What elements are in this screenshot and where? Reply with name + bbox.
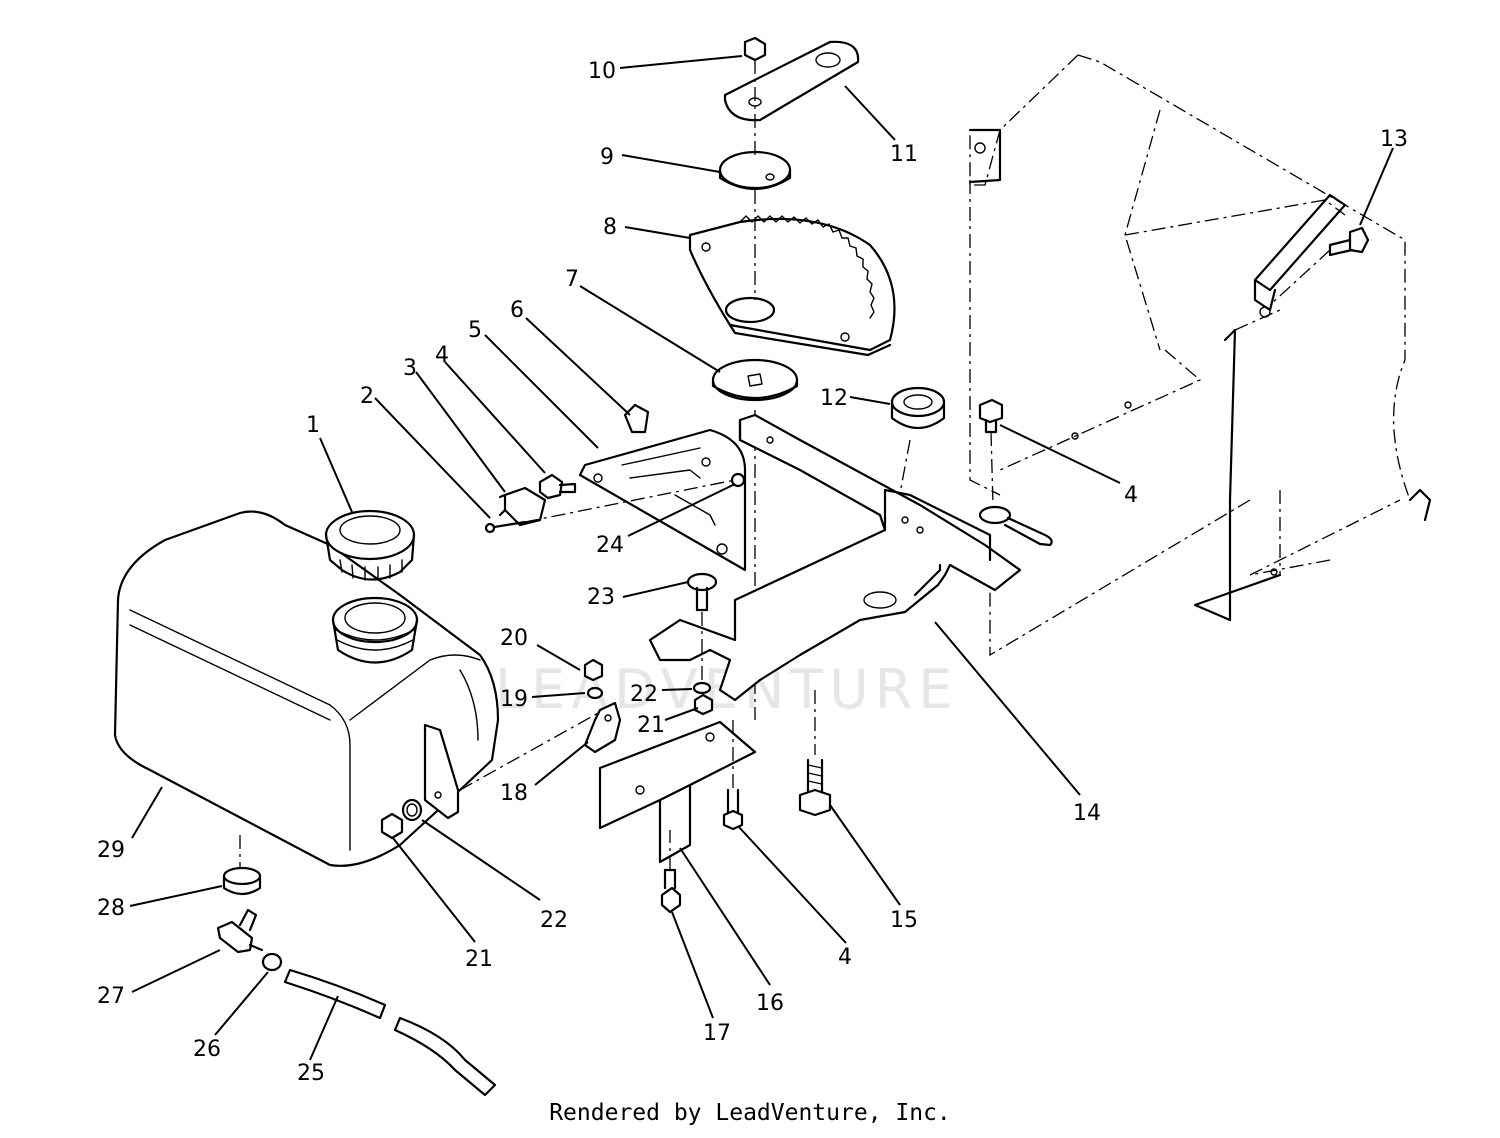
bolt-4-upper <box>978 398 1004 506</box>
clip-6 <box>623 403 650 434</box>
nut-21-upper <box>693 693 714 716</box>
washer-19 <box>586 686 604 700</box>
fuel-hose-25 <box>283 968 497 1097</box>
clamp-18 <box>583 701 622 754</box>
callout-15: 15 <box>890 908 918 933</box>
callout-24: 24 <box>596 533 624 558</box>
callout-7: 7 <box>565 267 579 292</box>
nut-20 <box>583 658 604 682</box>
callout-17: 17 <box>703 1021 731 1046</box>
leader-lines <box>129 55 1394 1061</box>
callout-labels: 1 2 3 4 4 4 5 6 7 8 9 10 11 12 13 14 15 … <box>97 59 1408 1086</box>
screw-2 <box>484 520 527 534</box>
plate-5 <box>578 428 747 572</box>
shutoff-valve-27 <box>216 908 264 954</box>
washer-22-upper <box>692 681 712 695</box>
callout-2: 2 <box>360 384 374 409</box>
callout-21-right: 21 <box>637 713 665 738</box>
tank-filler-neck <box>331 596 419 664</box>
callout-10: 10 <box>588 59 616 84</box>
bolt-13 <box>1269 226 1370 306</box>
callout-16: 16 <box>756 991 784 1016</box>
callout-14: 14 <box>1073 801 1101 826</box>
nut-10 <box>743 36 767 62</box>
callout-8: 8 <box>603 215 617 240</box>
tank-bracket <box>423 723 460 820</box>
callout-22-left: 22 <box>540 908 568 933</box>
switch-3 <box>498 486 547 527</box>
callout-9: 9 <box>600 145 614 170</box>
callout-27: 27 <box>97 984 125 1009</box>
washer-7 <box>711 358 799 402</box>
callout-23: 23 <box>587 585 615 610</box>
fuel-tank-29 <box>113 510 500 867</box>
callout-4-right: 4 <box>1124 483 1138 508</box>
callout-5: 5 <box>468 318 482 343</box>
nut-21-lower <box>380 812 404 840</box>
gear-sector-8 <box>688 215 896 357</box>
callout-21-left: 21 <box>465 947 493 972</box>
callout-20: 20 <box>500 626 528 651</box>
callout-13: 13 <box>1380 127 1408 152</box>
disc-9 <box>718 150 792 190</box>
grommet-28 <box>222 866 262 896</box>
callout-18: 18 <box>500 781 528 806</box>
callout-3: 3 <box>403 356 417 381</box>
nut-24 <box>730 472 746 488</box>
callout-19: 19 <box>500 687 528 712</box>
washer-22-lower <box>401 798 423 822</box>
bracket-16 <box>598 720 757 864</box>
callout-4-bottom: 4 <box>838 945 852 970</box>
callout-26: 26 <box>193 1037 221 1062</box>
callout-1: 1 <box>306 413 320 438</box>
callout-4-top: 4 <box>435 343 449 368</box>
callout-29: 29 <box>97 838 125 863</box>
callout-12: 12 <box>820 386 848 411</box>
callout-25: 25 <box>297 1061 325 1086</box>
bolt-4-switch <box>538 473 577 500</box>
body-panel <box>968 54 1432 657</box>
callout-11: 11 <box>890 142 918 167</box>
main-bracket-14 <box>648 413 1022 702</box>
footer-credit: Rendered by LeadVenture, Inc. <box>549 1100 951 1126</box>
callout-6: 6 <box>510 298 524 323</box>
fuel-cap-1 <box>324 509 416 581</box>
fitting-17 <box>660 830 682 914</box>
bolt-4-lower <box>722 720 744 831</box>
callout-22-right: 22 <box>630 682 658 707</box>
ring-terminal <box>978 505 1053 547</box>
bolt-15 <box>798 690 832 817</box>
callout-28: 28 <box>97 896 125 921</box>
hose-clamp-26 <box>261 952 283 972</box>
